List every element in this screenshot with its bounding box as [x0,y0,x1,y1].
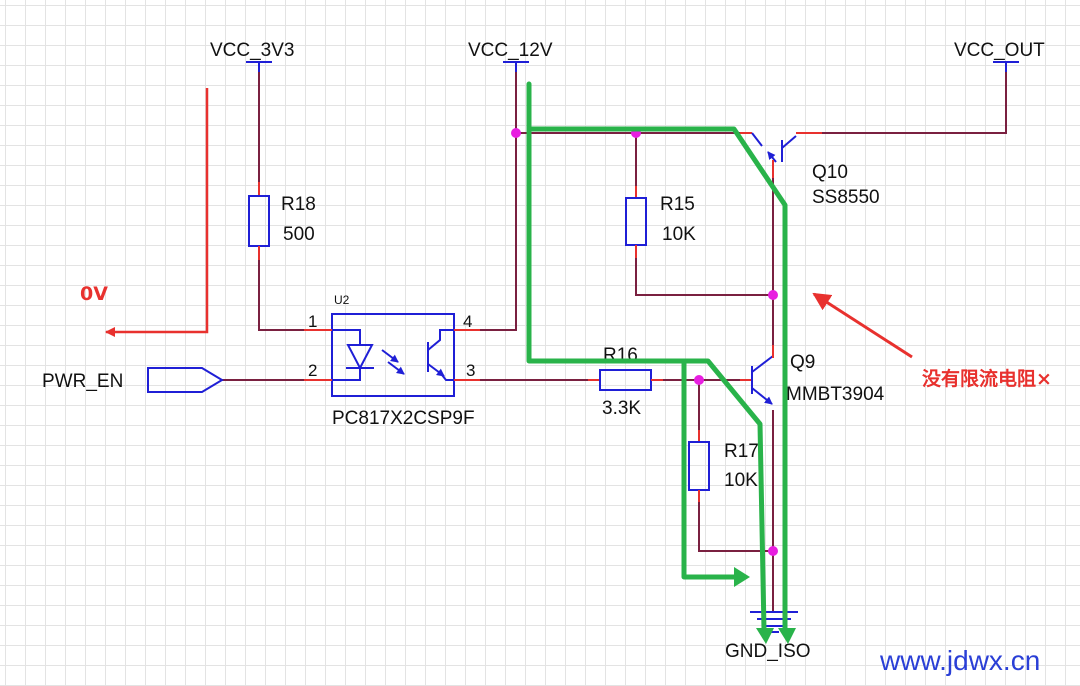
current-path-q10 [526,81,788,633]
vcc-12v-label: VCC_12V [468,40,553,61]
no-current-limit-label: 没有限流电阻× [922,367,1052,390]
zero-volt-label: 0V [80,283,108,305]
u2-ref: U2 [334,293,350,307]
current-path-q9 [526,126,767,633]
resistor-r16[interactable]: R16 3.3K [588,345,663,419]
vcc-12v-net: VCC_12V [468,40,553,72]
u2-pin-4: 4 [463,312,472,331]
junction-dot [694,375,704,385]
vcc-3v3-net: VCC_3V3 [210,40,295,72]
resistor-r15[interactable]: R15 10K [625,186,696,258]
pwr-en-port[interactable]: PWR_EN [42,367,224,393]
vcc-out-net: VCC_OUT [954,40,1045,72]
resistor-r18[interactable]: R18 500 [248,182,316,260]
junctions [511,128,778,556]
u2-pin-2: 2 [308,361,317,380]
u2-value: PC817X2CSP9F [332,408,475,429]
pwr-en-label: PWR_EN [42,371,123,392]
q10-ref: Q10 [812,162,848,183]
r15-ref: R15 [660,194,695,215]
transistor-q10[interactable]: Q10 SS8550 [740,132,880,208]
optocoupler-u2[interactable]: U2 1 2 3 4 PC817X2CSP9F [304,293,480,429]
transistor-q9[interactable]: Q9 MMBT3904 [740,345,885,405]
zero-volt-annotation: 0V [80,88,209,337]
current-arrowhead [734,567,750,587]
current-path-overlay [526,81,796,644]
r17-value: 10K [724,470,758,491]
r18-value: 500 [283,224,315,245]
junction-dot [768,290,778,300]
watermark: www.jdwx.cn [879,645,1040,676]
current-path-r17 [681,358,747,580]
junction-dot [768,546,778,556]
current-arrowhead [756,628,774,644]
vcc-3v3-label: VCC_3V3 [210,40,295,61]
led-icon [346,344,374,371]
no-current-limit-annotation: 没有限流电阻× [812,292,1052,390]
junction-dot [511,128,521,138]
resistor-r17[interactable]: R17 10K [688,430,759,502]
r18-ref: R18 [281,194,316,215]
vcc-out-label: VCC_OUT [954,40,1045,61]
q10-value: SS8550 [812,187,880,208]
annotation-arrow-icon [812,292,913,359]
u2-pin-1: 1 [308,312,317,331]
wires [222,72,1007,612]
r16-value: 3.3K [602,398,641,419]
u2-pin-3: 3 [466,361,475,380]
q9-value: MMBT3904 [786,384,885,405]
current-arrowhead [778,628,796,644]
r15-value: 10K [662,224,696,245]
gnd-iso-label: GND_ISO [725,641,811,662]
q9-ref: Q9 [790,352,815,373]
r17-ref: R17 [724,441,759,462]
